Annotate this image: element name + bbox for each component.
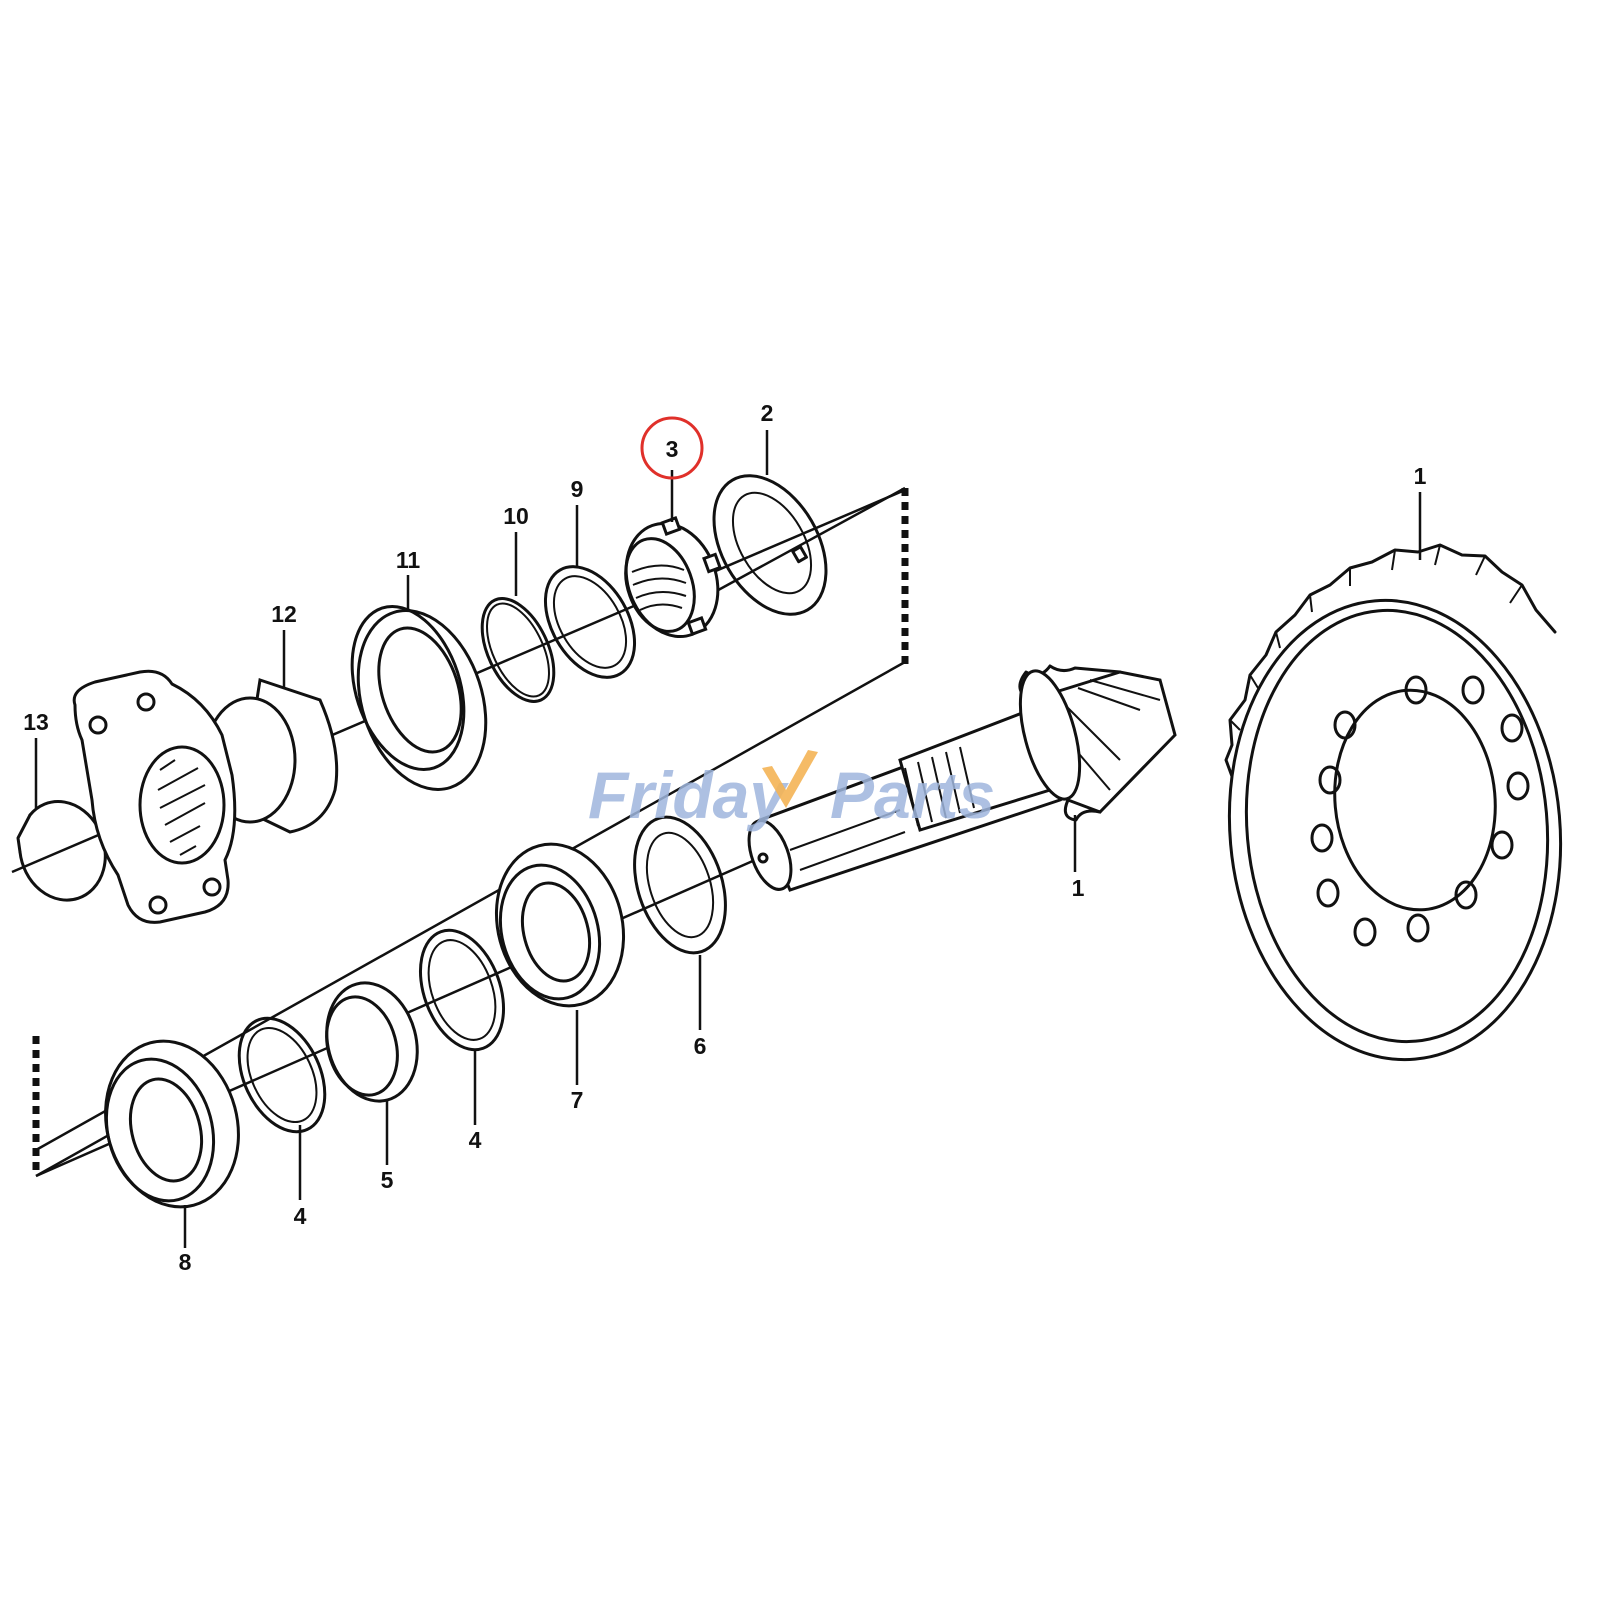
callout-12: 12	[271, 601, 297, 627]
svg-text:Friday: Friday	[588, 758, 789, 832]
callout-10: 10	[503, 503, 529, 529]
washer-part-4a	[418, 928, 506, 1052]
o-ring-part	[480, 597, 556, 703]
callout-5: 5	[381, 1167, 394, 1193]
callout-2: 2	[761, 400, 774, 426]
washer-part-9	[543, 565, 637, 679]
callout-4-upper: 4	[469, 1127, 482, 1153]
shim-part-6	[633, 815, 727, 955]
watermark-logo: Friday Parts	[588, 750, 995, 832]
svg-text:Parts: Parts	[830, 758, 995, 832]
callout-6: 6	[694, 1033, 707, 1059]
snap-ring-part	[16, 800, 107, 902]
callout-1-ring-gear: 1	[1414, 463, 1427, 489]
callout-1-pinion: 1	[1072, 875, 1085, 901]
callout-7: 7	[571, 1087, 584, 1113]
callout-8: 8	[179, 1249, 192, 1275]
watermark-check-icon	[762, 750, 818, 808]
ring-gear-part	[1224, 543, 1563, 1062]
washer-part-4b	[237, 1016, 327, 1134]
highlight-circle	[640, 416, 704, 480]
roller-bearing-part	[104, 1039, 240, 1209]
callout-13: 13	[23, 709, 49, 735]
bearing-part-7	[494, 842, 626, 1008]
lock-washer-part	[712, 474, 828, 616]
callout-4-lower: 4	[294, 1203, 307, 1229]
callout-9: 9	[571, 476, 584, 502]
callout-3: 3	[666, 436, 679, 462]
bearing-cup-part	[325, 981, 419, 1103]
yoke-flange-part	[72, 669, 339, 924]
callout-11: 11	[396, 547, 421, 573]
seal-part	[350, 605, 488, 791]
slotted-nut-part	[624, 516, 722, 639]
leader-lines	[34, 430, 1422, 1248]
pinion-shaft-part	[747, 664, 1177, 892]
